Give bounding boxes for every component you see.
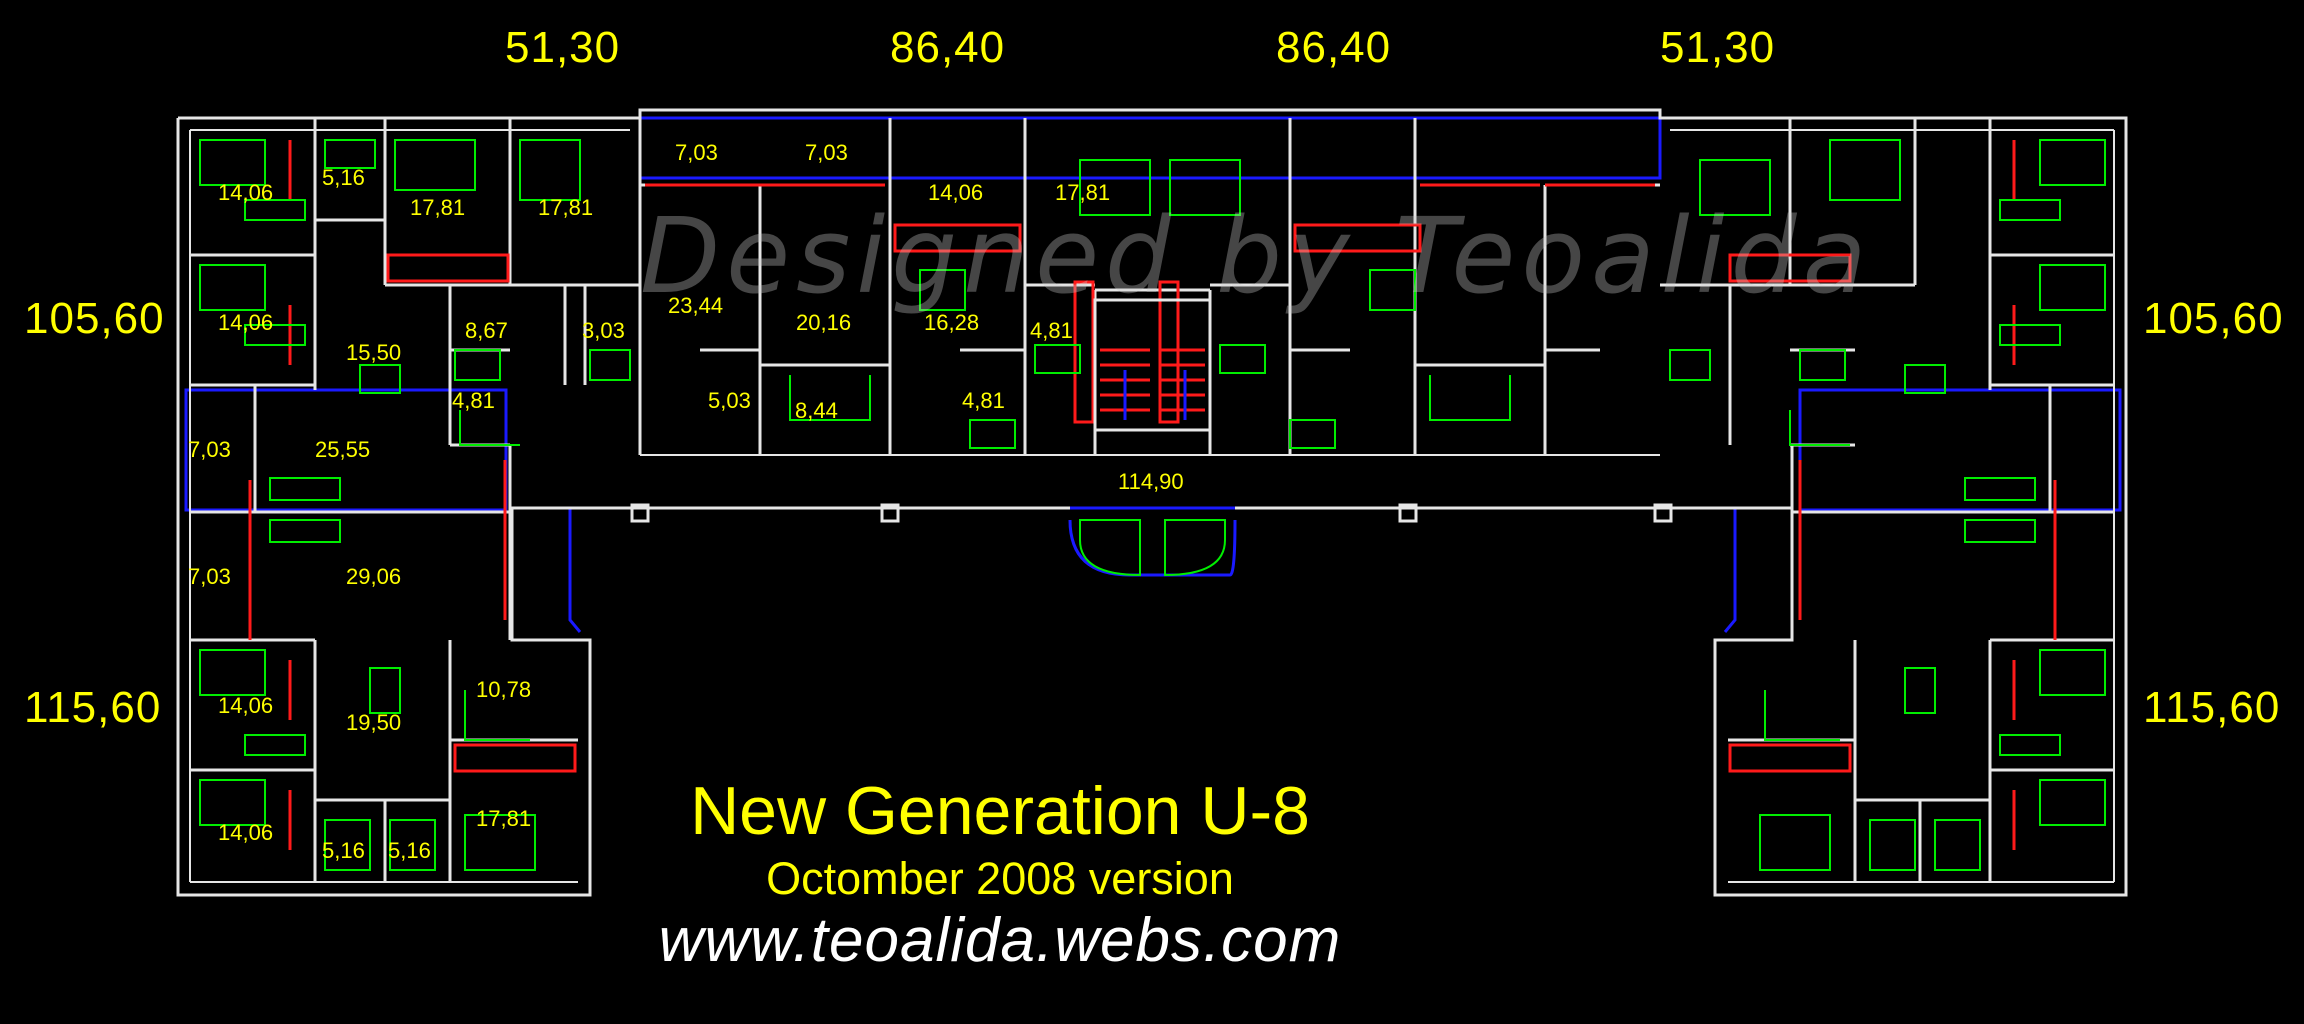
room-area-label: 14,06 [928,180,983,205]
plan-title: New Generation U-8 [690,773,1310,849]
room-area-label: 29,06 [346,564,401,589]
top-dimension-3: 86,40 [1276,23,1391,72]
room-area-label: 7,03 [188,564,231,589]
interior-walls [190,118,2114,882]
room-area-label: 114,90 [1118,469,1184,494]
side-dimension-left-upper: 105,60 [24,294,165,343]
top-dimension-1: 51,30 [505,23,620,72]
room-area-label: 16,28 [924,310,979,335]
room-area-label: 17,81 [410,195,465,220]
room-area-label: 17,81 [476,806,531,831]
room-area-label: 14,06 [218,310,273,335]
room-area-label: 5,16 [388,838,431,863]
room-area-label: 10,78 [476,677,531,702]
windows [248,140,2057,850]
room-area-label: 23,44 [668,293,723,318]
room-area-label: 15,50 [346,340,401,365]
room-area-label: 8,67 [465,318,508,343]
room-area-label: 25,55 [315,437,370,462]
room-area-label: 14,06 [218,693,273,718]
top-dimension-4: 51,30 [1660,23,1775,72]
side-dimension-left-lower: 115,60 [24,683,161,732]
room-area-label: 7,03 [188,437,231,462]
room-area-label: 14,06 [218,820,273,845]
side-dimension-right-lower: 115,60 [2143,683,2280,732]
furniture [199,139,2106,871]
room-area-label: 5,16 [322,838,365,863]
room-area-labels: 14,06 5,16 17,81 17,81 7,03 7,03 14,06 1… [188,140,1184,863]
room-area-label: 5,16 [322,165,365,190]
side-dimension-right-upper: 105,60 [2143,294,2284,343]
room-area-label: 20,16 [796,310,851,335]
room-area-label: 14,06 [218,180,273,205]
columns [630,503,1673,523]
website-text: www.teoalida.webs.com [658,906,1342,975]
room-area-label: 4,81 [962,388,1005,413]
room-area-label: 17,81 [538,195,593,220]
room-area-label: 7,03 [805,140,848,165]
top-dimension-2: 86,40 [890,23,1005,72]
room-area-label: 7,03 [675,140,718,165]
room-area-label: 4,81 [452,388,495,413]
plan-subtitle: Octomber 2008 version [766,853,1234,904]
room-area-label: 19,50 [346,710,401,735]
room-area-label: 8,44 [795,398,838,423]
watermark: Designed by Teoalida [640,195,1872,317]
staircase [1093,298,1212,432]
room-area-label: 17,81 [1055,180,1110,205]
room-area-label: 5,03 [708,388,751,413]
room-area-label: 4,81 [1030,318,1073,343]
room-area-label: 3,03 [582,318,625,343]
